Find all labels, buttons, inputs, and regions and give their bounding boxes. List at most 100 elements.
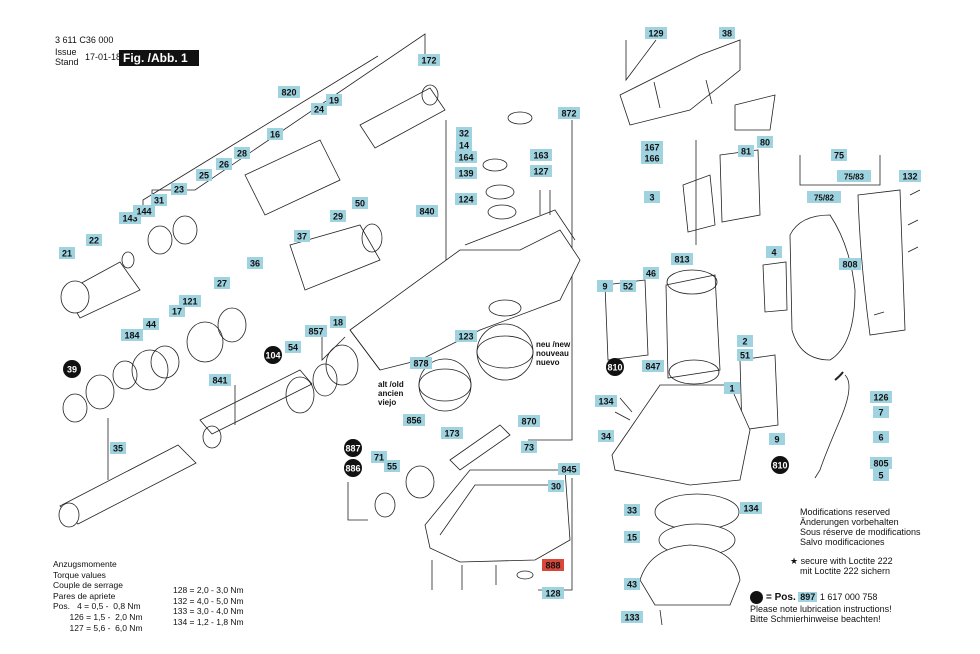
part-label: 840 (419, 207, 434, 217)
part-label-box (740, 502, 762, 514)
part-label-box (121, 329, 143, 341)
part-label-box (247, 257, 263, 269)
part-label-box (757, 136, 773, 148)
part-label-box (558, 107, 580, 119)
lubrication-marker (63, 360, 81, 378)
part-label: 36 (250, 259, 260, 269)
part-label-box (807, 191, 841, 203)
issue-date: 17-01-18 (85, 52, 122, 62)
part-label: 80 (760, 138, 770, 148)
part-label-box (644, 191, 660, 203)
part-label-box (455, 151, 477, 163)
modifications-notice: Modifications reserved Änderungen vorbeh… (800, 507, 921, 547)
modifications-en: Modifications reserved (800, 507, 891, 517)
part-label: 9 (774, 435, 779, 445)
part-label: 23 (174, 185, 184, 195)
part-label: 81 (741, 147, 751, 157)
lube-pos-label: = Pos. (766, 591, 796, 603)
part-label-box (870, 391, 892, 403)
torque-row: 126 = 1,5 - 2,0 Nm (53, 611, 143, 622)
torque-heading-es: Pares de apriete (53, 590, 116, 601)
part-label-box (641, 152, 663, 164)
part-label: 3 (649, 193, 654, 203)
lube-line-de: Bitte Schmierhinweise beachten! (750, 614, 881, 624)
part-label-box (558, 463, 580, 475)
figure-label: Fig. /Abb. 1 (119, 50, 199, 66)
part-label: 184 (124, 331, 139, 341)
modifications-fr: Sous réserve de modifications (800, 527, 921, 537)
part-label: 166 (644, 154, 659, 164)
lube-part-number: 1 617 000 758 (819, 591, 878, 602)
part-label-box (456, 127, 472, 139)
part-label: 887 (345, 444, 360, 454)
part-label-box (418, 54, 440, 66)
lubrication-marker (771, 456, 789, 474)
part-label-box (171, 183, 187, 195)
part-label: 75/82 (814, 194, 835, 203)
part-label: 128 (545, 589, 560, 599)
torque-row: 127 = 5,6 - 6,0 Nm (53, 622, 143, 633)
part-label-box (530, 165, 552, 177)
part-label-box (214, 277, 230, 289)
part-label-box (766, 246, 782, 258)
part-label: 123 (458, 332, 473, 342)
part-label-box (542, 587, 564, 599)
part-label-box (831, 149, 847, 161)
loctite-note: ★ secure with Loctite 222 mit Loctite 22… (790, 556, 893, 576)
part-label: 163 (533, 151, 548, 161)
part-label: 73 (524, 443, 534, 453)
part-label: 7 (878, 408, 883, 418)
part-label: 44 (146, 320, 156, 330)
part-label-box (642, 360, 664, 372)
part-label-box (548, 480, 564, 492)
part-label: 28 (237, 149, 247, 159)
lubrication-note: = Pos. 897 1 617 000 758 Please note lub… (750, 591, 892, 624)
part-label: 856 (406, 416, 421, 426)
part-label-box (151, 194, 167, 206)
part-label: 37 (297, 232, 307, 242)
part-label: 104 (265, 351, 280, 361)
part-label: 30 (551, 482, 561, 492)
part-label: 167 (644, 143, 659, 153)
part-label: 126 (873, 393, 888, 403)
part-label: 22 (89, 236, 99, 246)
part-label-box (621, 611, 643, 623)
part-label: 46 (646, 269, 656, 279)
part-label: 124 (458, 195, 473, 205)
part-label-box (326, 94, 342, 106)
torque-heading-fr: Couple de serrage (53, 580, 123, 591)
part-label-box (196, 169, 212, 181)
part-label: 27 (217, 279, 227, 289)
part-label: 888 (545, 561, 560, 571)
part-label-box (645, 27, 667, 39)
lube-line-en: Please note lubrication instructions! (750, 604, 892, 614)
part-label-box (870, 457, 892, 469)
part-label-box (352, 197, 368, 209)
part-label-box (641, 141, 663, 153)
lubrication-marker (344, 439, 362, 457)
part-label-box (441, 427, 463, 439)
part-label-box (59, 247, 75, 259)
part-label-box (285, 341, 301, 353)
part-label-box (403, 414, 425, 426)
part-label-box (737, 335, 753, 347)
part-label-box (456, 139, 472, 151)
part-label-box (294, 230, 310, 242)
torque-values: Anzugsmomente Torque values Couple de se… (53, 559, 143, 633)
part-label-box (719, 27, 735, 39)
part-label: 75 (834, 151, 844, 161)
part-label: 808 (842, 260, 857, 270)
black-dot-icon (750, 591, 763, 604)
stand-label: Stand (55, 57, 79, 67)
torque-row: 133 = 3,0 - 4,0 Nm (173, 606, 244, 617)
part-label: 14 (459, 141, 469, 151)
part-label: 19 (329, 96, 339, 106)
part-label-box (671, 253, 693, 265)
part-label-box (410, 357, 432, 369)
part-label-box (133, 205, 155, 217)
part-label: 51 (740, 351, 750, 361)
part-label-box (839, 258, 861, 270)
part-label-box (530, 149, 552, 161)
part-label: 15 (627, 533, 637, 543)
